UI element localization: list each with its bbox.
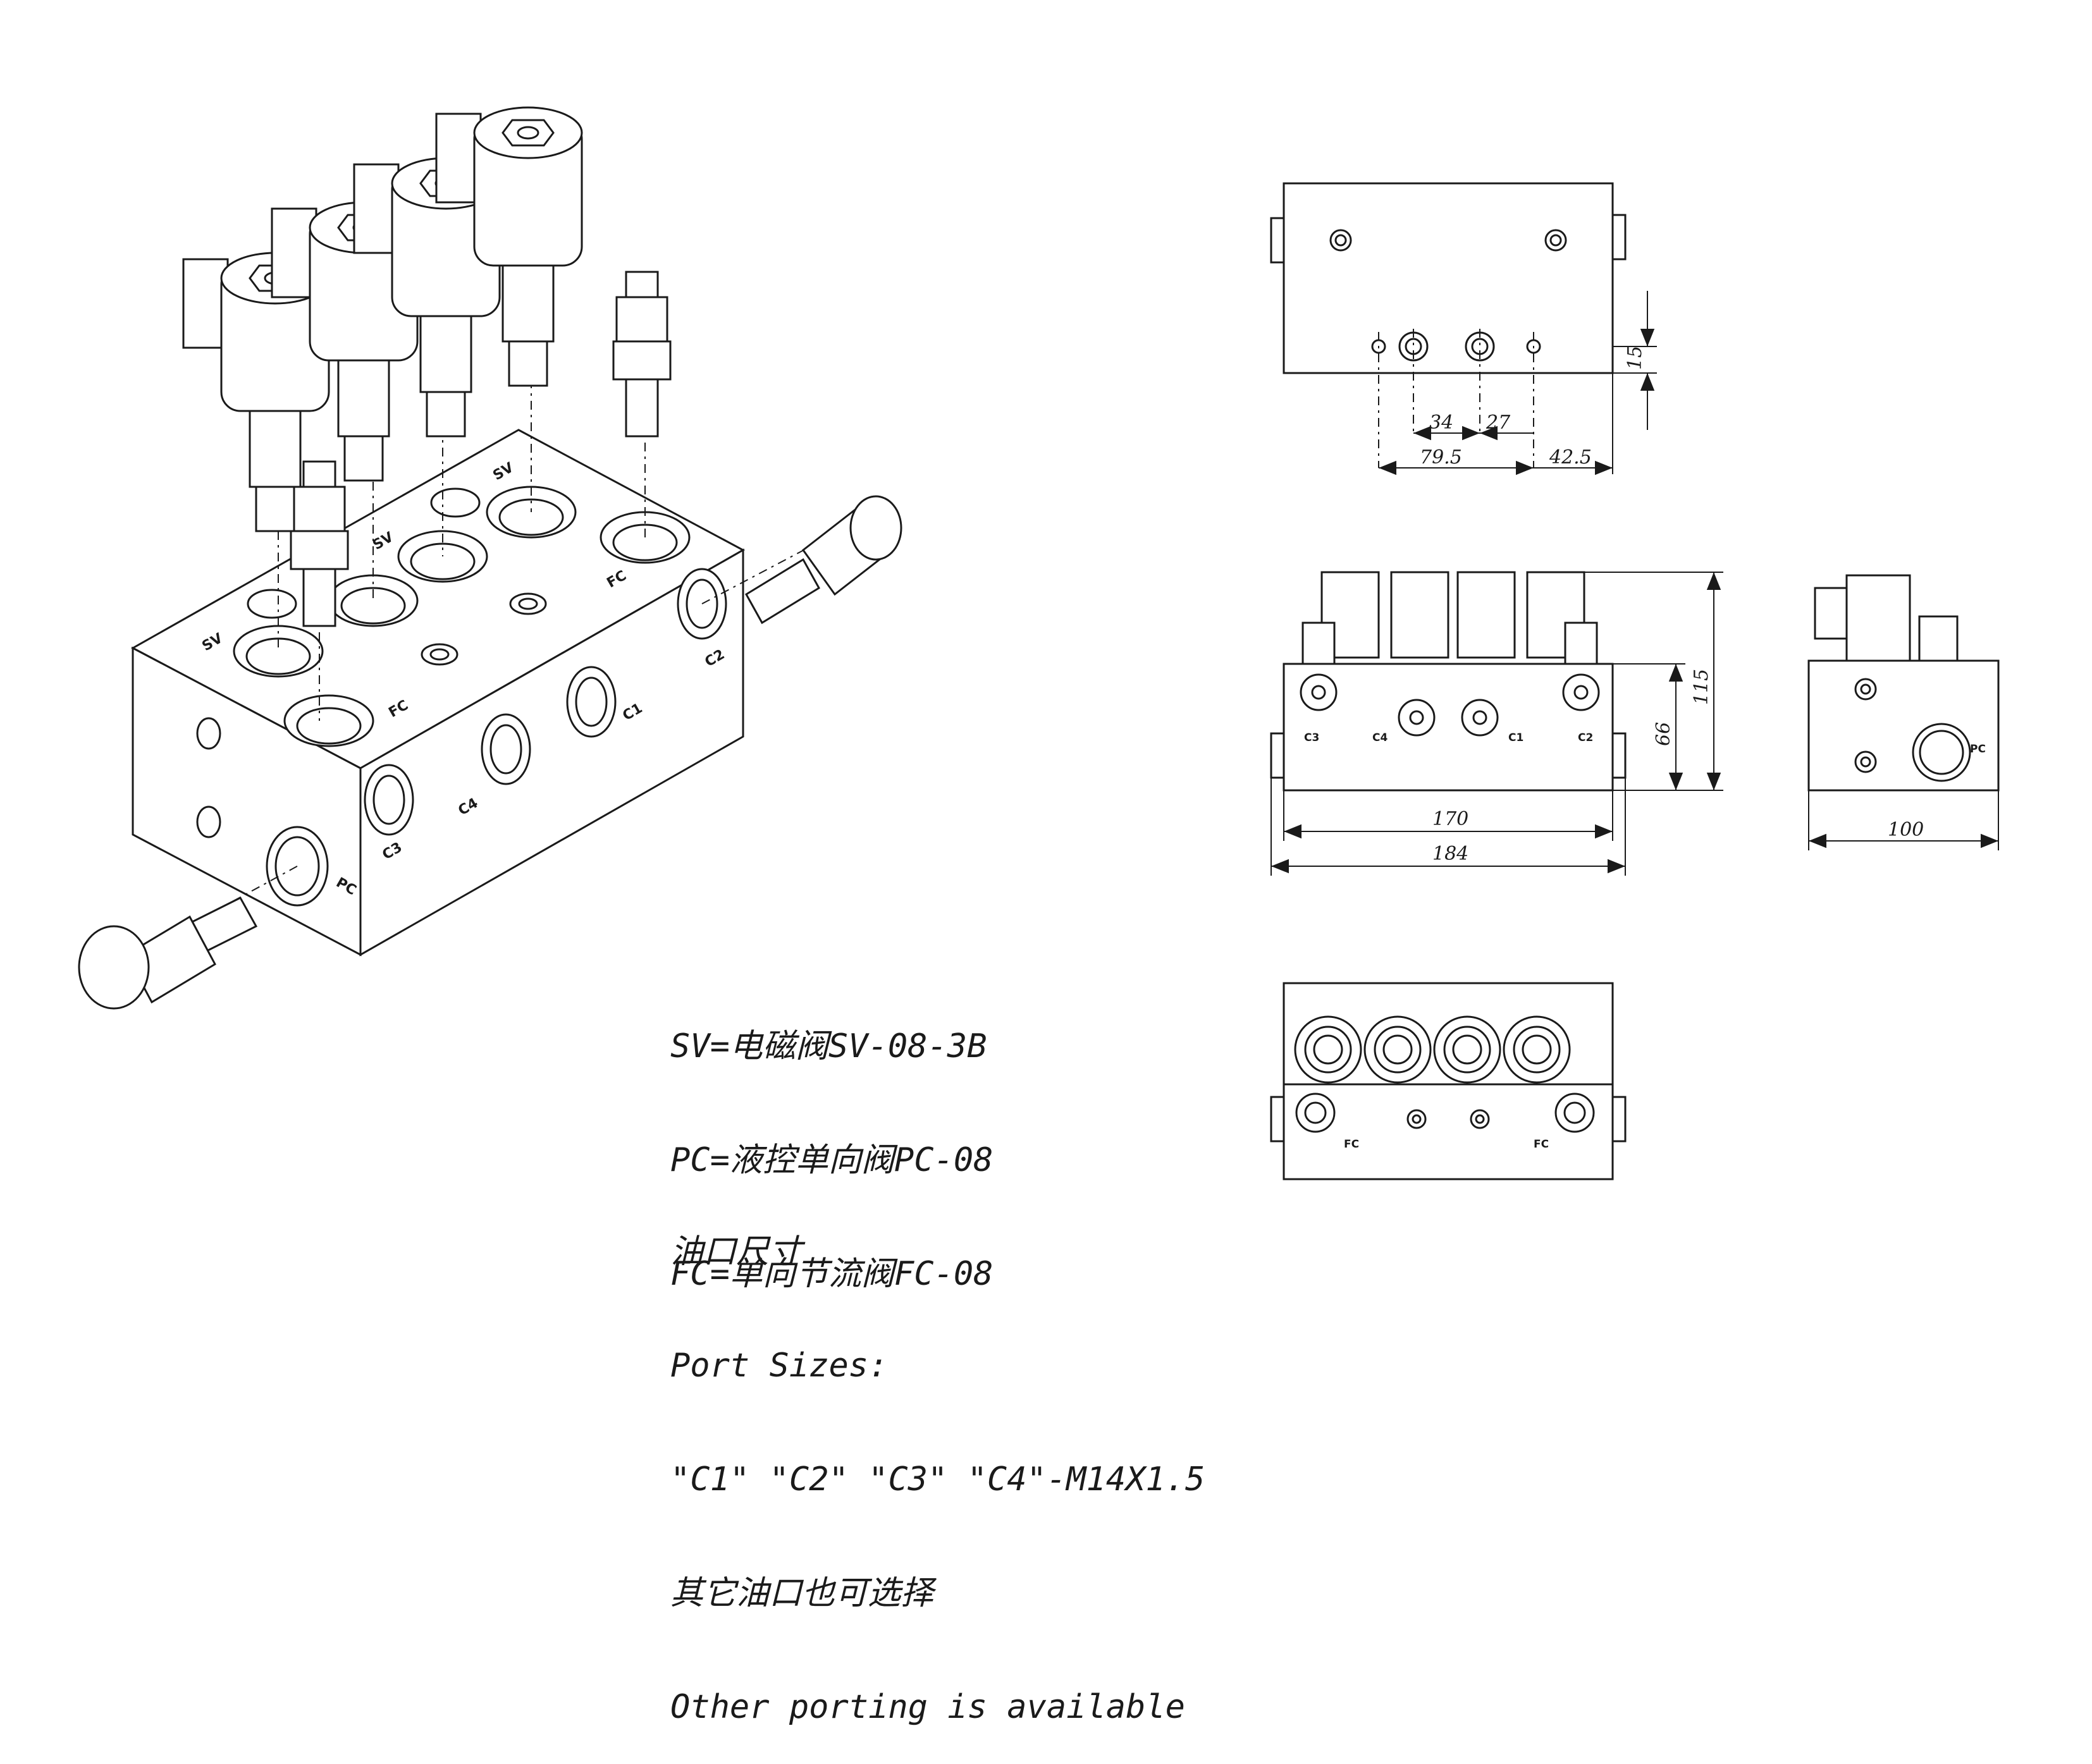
other-porting-en: Other porting is available: [670, 1688, 1185, 1726]
legend-sv: SV=电磁阀SV-08-3B: [670, 1027, 987, 1065]
port-sizes-spec: "C1" "C2" "C3" "C4"-M14X1.5: [670, 1461, 1205, 1498]
dim-184: 184: [1432, 843, 1468, 865]
bottom-view: FC FC: [1270, 982, 1627, 1180]
other-porting-cn: 其它油口也可选择: [670, 1574, 934, 1612]
fc-cartridge: [612, 271, 672, 438]
solenoid-valve-top: [1294, 1015, 1362, 1084]
dim-170: 170: [1432, 808, 1468, 830]
front-label-c2: C2: [1578, 732, 1593, 744]
port-sizes-title-en: Port Sizes:: [670, 1347, 889, 1385]
front-label-c4: C4: [1372, 732, 1387, 744]
top-view: 15 34 27 79.5 42.5: [1270, 182, 1657, 475]
side-view: PC 100: [1807, 574, 2000, 850]
port-sizes-title-cn: 油口尺寸: [670, 1233, 803, 1271]
solenoid-valve-top: [1363, 1015, 1432, 1084]
dim-79-5: 79.5: [1420, 446, 1462, 469]
front-label-c3: C3: [1304, 732, 1319, 744]
front-label-c1: C1: [1508, 732, 1523, 744]
fc-cartridge: [290, 460, 349, 627]
solenoid-valve-top: [1433, 1015, 1501, 1084]
legend-fc: FC=单向节流阀FC-08: [670, 1255, 994, 1293]
valve-legend: SV=电磁阀SV-08-3B PC=液控单向阀PC-08 FC=单向节流阀FC-…: [670, 952, 993, 1331]
front-view: C3 C4 C1 C2 66 115 170 184: [1270, 571, 1723, 876]
dim-15: 15: [1624, 346, 1646, 370]
manifold-block: [130, 429, 746, 957]
dim-66: 66: [1652, 722, 1675, 746]
technical-drawing: SV SV SV FC FC C1 C2 C3 C4 PC 15 34: [78, 106, 2000, 1180]
top-ports: [233, 486, 691, 747]
solenoid-valve: [435, 106, 583, 387]
dim-115: 115: [1690, 669, 1713, 705]
solenoid-valve-top: [1503, 1015, 1571, 1084]
dim-100: 100: [1888, 819, 1924, 841]
bottom-label-fc: FC: [1534, 1138, 1549, 1151]
bottom-label-fc: FC: [1344, 1138, 1359, 1151]
dim-27: 27: [1486, 412, 1511, 434]
dim-42-5: 42.5: [1549, 446, 1592, 469]
side-label-pc: PC: [1970, 743, 1986, 756]
legend-pc: PC=液控单向阀PC-08: [670, 1141, 994, 1179]
pc-cartridge: [744, 495, 902, 625]
dim-34: 34: [1429, 412, 1453, 434]
pc-cartridge: [78, 897, 258, 1010]
port-sizes-note: 油口尺寸 Port Sizes: "C1" "C2" "C3" "C4"-M14…: [670, 1157, 1205, 1764]
isometric-view: SV SV SV FC FC C1 C2 C3 C4 PC: [78, 106, 902, 1010]
